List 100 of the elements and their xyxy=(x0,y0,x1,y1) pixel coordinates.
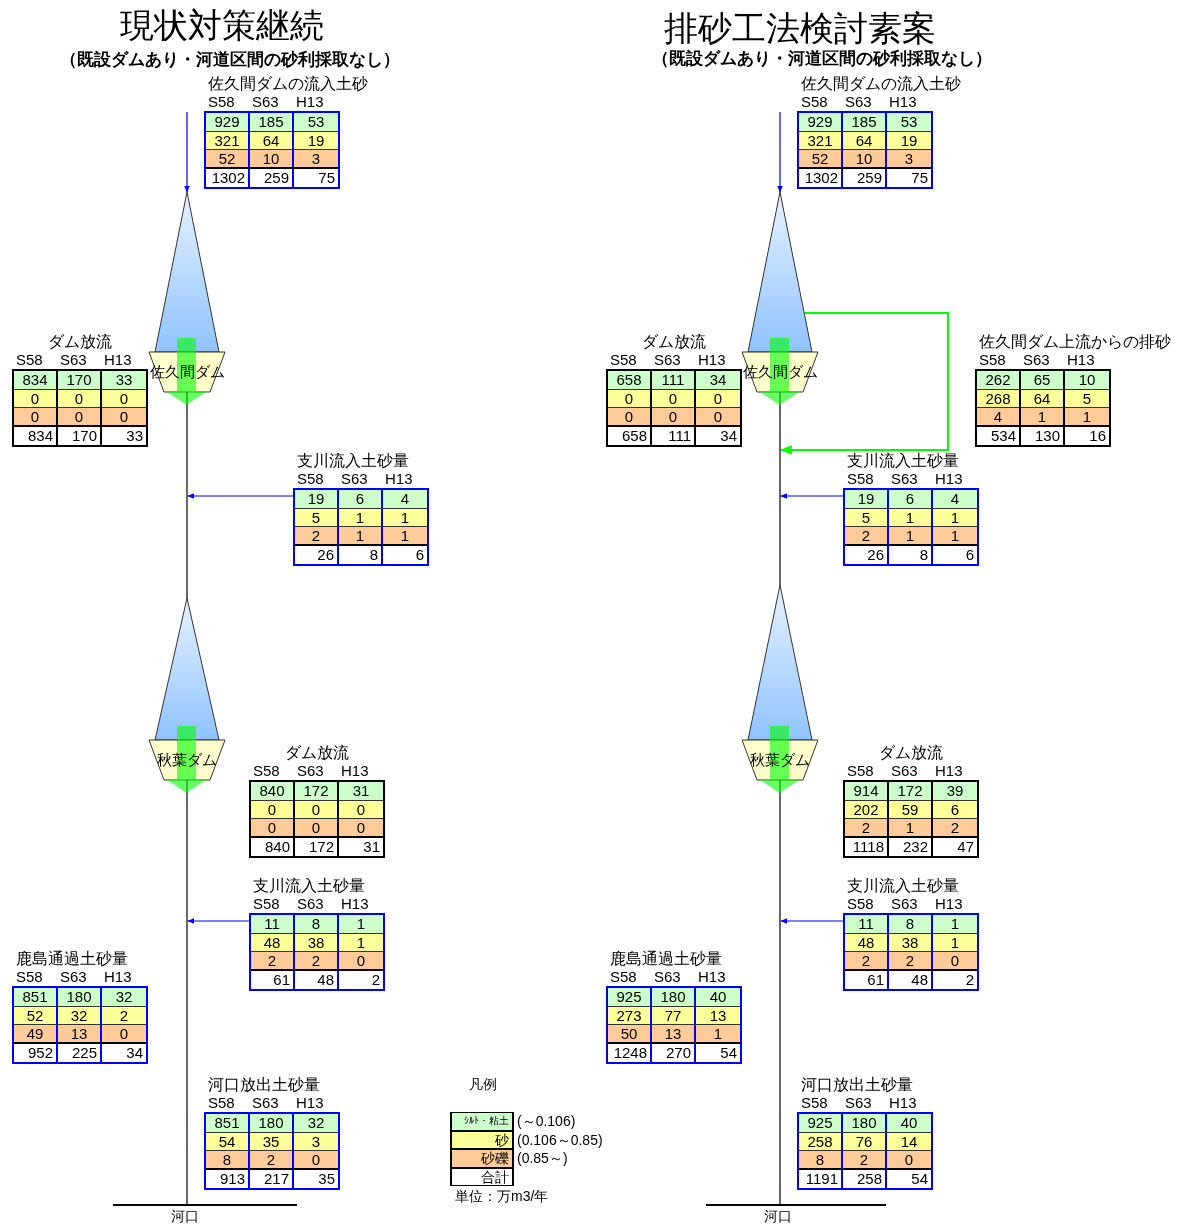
table-cell: 1 xyxy=(339,915,383,934)
table-cell: 0 xyxy=(295,819,339,838)
table-cell: 0 xyxy=(652,408,696,427)
table-cell: 3 xyxy=(294,150,338,169)
legend-label: 砂 xyxy=(495,1131,509,1148)
column-header: S58 xyxy=(15,351,44,369)
table-cell: 2 xyxy=(845,952,889,971)
table-cell: 1 xyxy=(889,819,933,838)
arrow xyxy=(187,918,250,924)
table-heading: 河口放出土砂量 xyxy=(207,1076,321,1094)
column-header: S58 xyxy=(207,1094,236,1112)
table-cell: 8 xyxy=(889,915,933,934)
column-header: S58 xyxy=(252,762,281,780)
table-cell: 0 xyxy=(251,819,295,838)
table-cell: 3 xyxy=(887,150,931,169)
arrow xyxy=(780,493,844,499)
panel-subtitle: （既設ダムあり・河道区間の砂利採取なし） xyxy=(60,49,400,70)
table-cell: 925 xyxy=(608,988,652,1007)
table-cell: 929 xyxy=(206,113,250,132)
table-heading: 鹿島通過土砂量 xyxy=(609,950,723,968)
column-header: H13 xyxy=(697,351,727,369)
column-header: H13 xyxy=(888,1094,918,1112)
table-cell: 262 xyxy=(977,371,1021,390)
column-header: S63 xyxy=(653,351,682,369)
arrow xyxy=(779,312,949,455)
table-cell: 53 xyxy=(887,113,931,132)
table-cell: 52 xyxy=(206,150,250,169)
table-heading: 支川流入土砂量 xyxy=(846,452,960,470)
table-cell: 172 xyxy=(889,782,933,801)
column-header: H13 xyxy=(384,470,414,488)
column-header: S58 xyxy=(609,968,638,986)
column-header: H13 xyxy=(697,968,727,986)
column-header: S63 xyxy=(653,968,682,986)
table-cell: 32 xyxy=(294,1114,338,1133)
column-header: S58 xyxy=(846,762,875,780)
data-table xyxy=(606,950,742,1064)
table-cell: 834 xyxy=(14,371,58,390)
table-cell: 851 xyxy=(206,1114,250,1133)
table-cell: 10 xyxy=(250,150,294,169)
table-cell: 11 xyxy=(845,915,889,934)
dam-drawing xyxy=(739,585,821,793)
table-cell: 2 xyxy=(933,819,977,838)
table-heading: 河口放出土砂量 xyxy=(800,1076,914,1094)
table-cell: 658 xyxy=(608,371,652,390)
legend-label: ｼﾙﾄ・粘土 xyxy=(464,1114,509,1128)
data-table xyxy=(204,75,368,189)
table-cell: 0 xyxy=(294,1151,338,1170)
table-cell: 2 xyxy=(295,527,339,546)
table-cell: 840 xyxy=(251,782,295,801)
table-cell: 8 xyxy=(206,1151,250,1170)
data-table xyxy=(249,744,385,858)
column-header: S63 xyxy=(251,93,280,111)
dam-drawing xyxy=(739,192,821,405)
coastline xyxy=(113,1204,297,1224)
column-header: S58 xyxy=(609,351,638,369)
table-cell: 0 xyxy=(696,408,740,427)
table-cell: 1 xyxy=(933,915,977,934)
data-table xyxy=(843,452,979,566)
arrow xyxy=(777,111,783,193)
table-cell: 0 xyxy=(102,1025,146,1044)
table-cell: 0 xyxy=(887,1151,931,1170)
table-cell: 914 xyxy=(845,782,889,801)
table-cell: 1 xyxy=(696,1025,740,1044)
data-table xyxy=(843,877,979,991)
table-cell: 34 xyxy=(696,371,740,390)
table-cell: 2 xyxy=(843,1151,887,1170)
table-cell: 180 xyxy=(250,1114,294,1133)
column-header: S63 xyxy=(59,968,88,986)
table-heading: 佐久間ダムの流入土砂 xyxy=(207,75,368,93)
table-cell: 19 xyxy=(295,490,339,509)
column-header: S58 xyxy=(800,1094,829,1112)
table-cell: 925 xyxy=(799,1114,843,1133)
table-cell: 185 xyxy=(843,113,887,132)
legend-label: 砂礫 xyxy=(481,1150,509,1166)
column-header: H13 xyxy=(103,968,133,986)
table-cell: 50 xyxy=(608,1025,652,1044)
table-cell: 2 xyxy=(845,527,889,546)
table-heading: 支川流入土砂量 xyxy=(252,877,366,895)
table-cell: 180 xyxy=(843,1114,887,1133)
river-line xyxy=(779,391,781,586)
table-cell: 53 xyxy=(294,113,338,132)
data-table xyxy=(797,75,961,189)
table-heading: ダム放流 xyxy=(878,744,944,762)
column-header: S58 xyxy=(15,968,44,986)
column-header: S63 xyxy=(844,93,873,111)
legend-note: (0.106～0.85) xyxy=(517,1131,603,1149)
river-line xyxy=(186,391,188,599)
table-cell: 0 xyxy=(58,408,102,427)
data-table xyxy=(293,452,429,566)
table-cell: 8 xyxy=(799,1151,843,1170)
table-cell: 49 xyxy=(14,1025,58,1044)
table-cell: 851 xyxy=(14,988,58,1007)
table-cell: 180 xyxy=(58,988,102,1007)
column-header: H13 xyxy=(103,351,133,369)
column-header: H13 xyxy=(934,762,964,780)
column-header: H13 xyxy=(888,93,918,111)
unit-note: 単位：万m3/年 xyxy=(455,1187,549,1205)
column-header: H13 xyxy=(934,895,964,913)
column-header: S63 xyxy=(844,1094,873,1112)
table-cell: 0 xyxy=(339,819,383,838)
